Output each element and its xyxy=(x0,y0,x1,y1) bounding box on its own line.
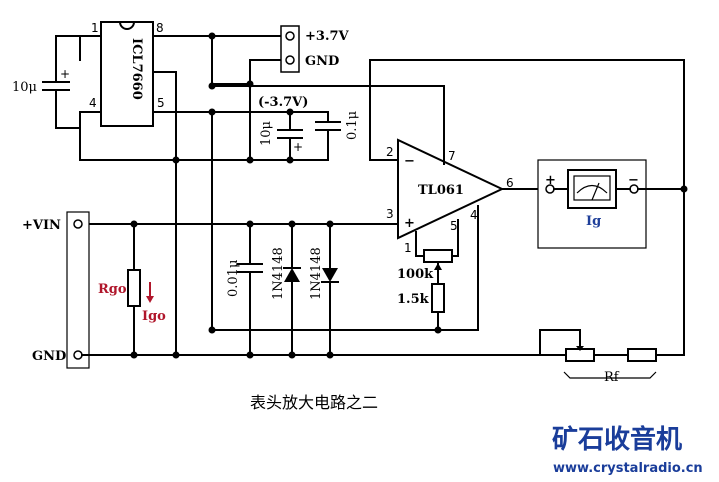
diagram-caption: 表头放大电路之二 xyxy=(250,393,378,412)
pot-100k xyxy=(423,249,453,263)
cap-10u-left-plus: + xyxy=(60,67,70,81)
rf-resistor xyxy=(627,348,657,362)
tl061-pin1: 1 xyxy=(404,241,412,255)
tl061-opamp xyxy=(397,138,505,240)
icl7660-label: ICL7660 xyxy=(129,38,144,100)
diode1-icon xyxy=(284,268,300,282)
cap-001u-label: 0.01μ xyxy=(226,260,241,297)
meter-plus: + xyxy=(545,173,556,188)
meter-box xyxy=(537,159,647,249)
tl061-pin5: 5 xyxy=(450,219,458,233)
diode1-label: 1N4148 xyxy=(271,247,286,300)
diode2-icon xyxy=(322,268,338,282)
resistor-1k5 xyxy=(431,283,445,313)
cap-01u-label: 0.1μ xyxy=(345,111,360,140)
tl061-pin2: 2 xyxy=(386,145,394,159)
tl061-pin3: 3 xyxy=(386,207,394,221)
meter-minus: − xyxy=(628,173,639,188)
icl7660-pin8: 8 xyxy=(156,21,164,35)
pot-100k-label: 100k xyxy=(397,267,434,282)
rgo-label: Rgo xyxy=(98,282,127,297)
rf-label: Rf xyxy=(604,370,620,385)
icl7660-pin4: 4 xyxy=(89,96,97,110)
tl061-pin6: 6 xyxy=(506,176,514,190)
input-gnd-label: GND xyxy=(32,349,66,364)
tl061-pin7: 7 xyxy=(448,149,456,163)
current-arrow-icon xyxy=(146,296,154,303)
supply-gnd-label: GND xyxy=(305,54,339,69)
cap-10u-mid-plus: + xyxy=(293,140,303,154)
meter-label: Ig xyxy=(586,214,601,229)
diode2-label: 1N4148 xyxy=(309,247,324,300)
tl061-noninv: + xyxy=(404,216,415,231)
igo-label: Igo xyxy=(142,309,166,324)
tl061-label: TL061 xyxy=(418,183,464,198)
neg-supply-label: (-3.7V) xyxy=(258,95,308,110)
icl7660-pin5: 5 xyxy=(157,96,165,110)
vin-label: +VIN xyxy=(22,218,61,233)
icl7660-chip: ICL7660 1 8 4 5 xyxy=(89,20,165,127)
resistor-1k5-label: 1.5k xyxy=(397,292,430,307)
cap-10u-mid-label: 10μ xyxy=(259,121,274,146)
resistor-rgo xyxy=(127,269,141,307)
tl061-pin4: 4 xyxy=(470,208,478,222)
junction-dots xyxy=(130,32,688,359)
watermark-url: www.crystalradio.cn xyxy=(553,461,703,476)
cap-10u-left-label: 10μ xyxy=(12,80,37,95)
input-terminal xyxy=(66,211,90,369)
tl061-inv: − xyxy=(404,154,415,169)
supply-terminal xyxy=(280,25,300,73)
watermark-title: 矿石收音机 xyxy=(552,424,682,455)
supply-plus-label: +3.7V xyxy=(305,29,350,44)
icl7660-pin1: 1 xyxy=(91,21,99,35)
